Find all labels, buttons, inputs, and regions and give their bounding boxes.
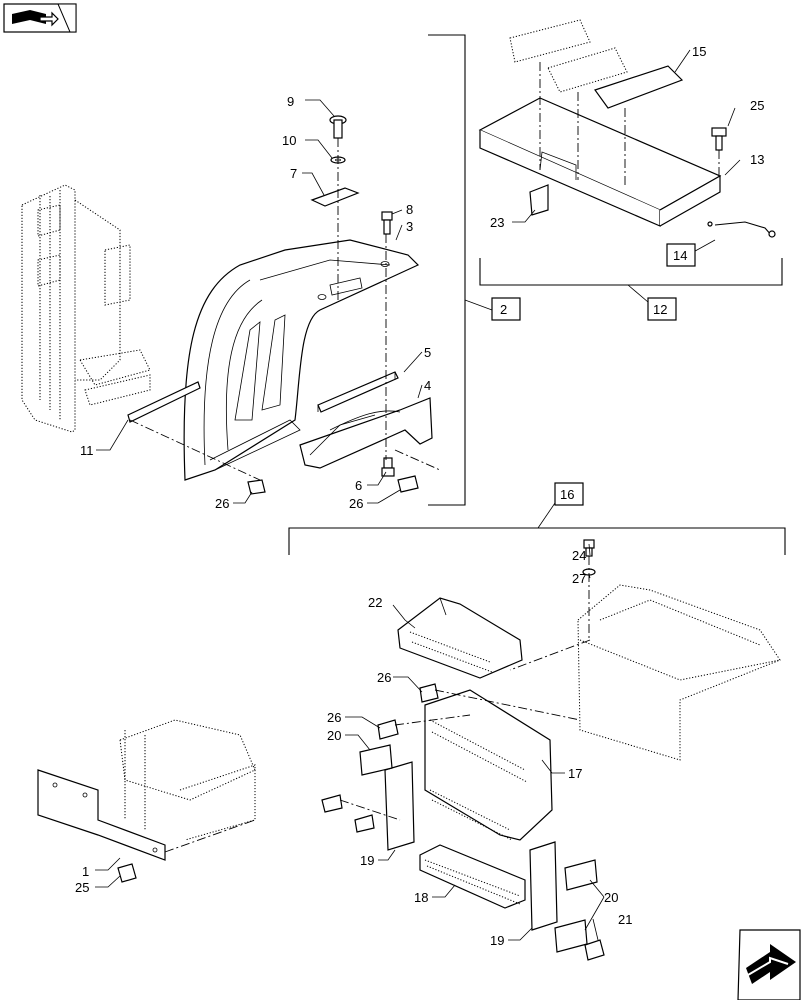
mat-outline-b	[547, 47, 628, 93]
bracket-5-part	[317, 371, 399, 413]
callout-3: 3	[406, 219, 413, 234]
book-arrow-icon[interactable]	[3, 3, 77, 33]
callout-17: 17	[568, 766, 582, 781]
callout-19-a: 19	[360, 853, 374, 868]
callout-1: 1	[82, 864, 89, 879]
callout-14: 14	[673, 248, 687, 263]
callout-5: 5	[424, 345, 431, 360]
group-bracket-2	[428, 34, 493, 506]
clip-20-a	[359, 744, 393, 776]
frame-outline-lower	[119, 719, 256, 841]
callout-25-a: 25	[750, 98, 764, 113]
callout-21: 21	[618, 912, 632, 927]
bolt-8	[381, 211, 393, 235]
callout-18: 18	[414, 890, 428, 905]
callout-2: 2	[500, 302, 507, 317]
group-bracket-16	[288, 502, 786, 555]
mat-15	[594, 65, 684, 109]
callout-23: 23	[490, 215, 504, 230]
fender-part	[183, 239, 420, 481]
fuel-tank-outline	[577, 584, 781, 761]
callout-12: 12	[653, 302, 667, 317]
bolt-26-c	[419, 683, 439, 703]
latch-23	[529, 184, 549, 216]
callout-6: 6	[355, 478, 362, 493]
bolt-9	[329, 115, 347, 139]
callout-7: 7	[290, 166, 297, 181]
callout-9: 9	[287, 94, 294, 109]
callout-box-16	[554, 482, 584, 506]
fastener-stack	[321, 794, 375, 833]
callout-26-a: 26	[215, 496, 229, 511]
mat-outline-a	[509, 19, 591, 63]
callout-27: 27	[572, 571, 586, 586]
callout-22: 22	[368, 595, 382, 610]
callout-25-b: 25	[75, 880, 89, 895]
rod-14	[707, 221, 776, 238]
callout-box-14	[666, 243, 696, 267]
bolt-21	[584, 939, 605, 961]
bolt-26-a	[247, 479, 266, 495]
callout-15: 15	[692, 44, 706, 59]
callout-box-12	[647, 297, 677, 321]
callout-8: 8	[406, 202, 413, 217]
bolt-26-b	[397, 475, 419, 493]
callout-10: 10	[282, 133, 296, 148]
bolt-6	[381, 457, 395, 477]
cab-frame-outline	[21, 184, 151, 433]
callout-26-b: 26	[349, 496, 363, 511]
clip-20-b	[564, 859, 598, 891]
bolt-26-d	[377, 719, 399, 740]
bolt-25-top	[711, 127, 727, 151]
callout-20-a: 20	[327, 728, 341, 743]
strap-19-b	[529, 841, 558, 931]
toolbox-lid	[478, 97, 722, 227]
callout-4: 4	[424, 378, 431, 393]
group-bracket-12	[479, 258, 783, 303]
leader-lines	[95, 49, 741, 941]
brace-part	[127, 381, 201, 423]
step-17	[424, 689, 553, 841]
callout-26-c: 26	[377, 670, 391, 685]
callout-13: 13	[750, 152, 764, 167]
step-22	[397, 597, 523, 679]
callout-19-b: 19	[490, 933, 504, 948]
callout-16: 16	[560, 487, 574, 502]
strap-19-a	[384, 761, 415, 851]
bolt-25-lower	[117, 863, 137, 883]
clip-20-c	[554, 919, 588, 953]
plate-part	[310, 187, 360, 207]
callout-box-2	[491, 297, 521, 321]
callout-24: 24	[572, 548, 586, 563]
callout-26-d: 26	[327, 710, 341, 725]
callout-11: 11	[80, 443, 94, 458]
next-page-arrow-icon[interactable]	[737, 929, 801, 1000]
bracket-4-part	[299, 397, 433, 469]
bracket-1	[37, 769, 166, 861]
callout-20-b: 20	[604, 890, 618, 905]
callout-labels: 9 10 7 8 3 5 4 11 26 6 26 2 12 14 16 15 …	[75, 44, 764, 948]
step-18	[419, 844, 526, 909]
